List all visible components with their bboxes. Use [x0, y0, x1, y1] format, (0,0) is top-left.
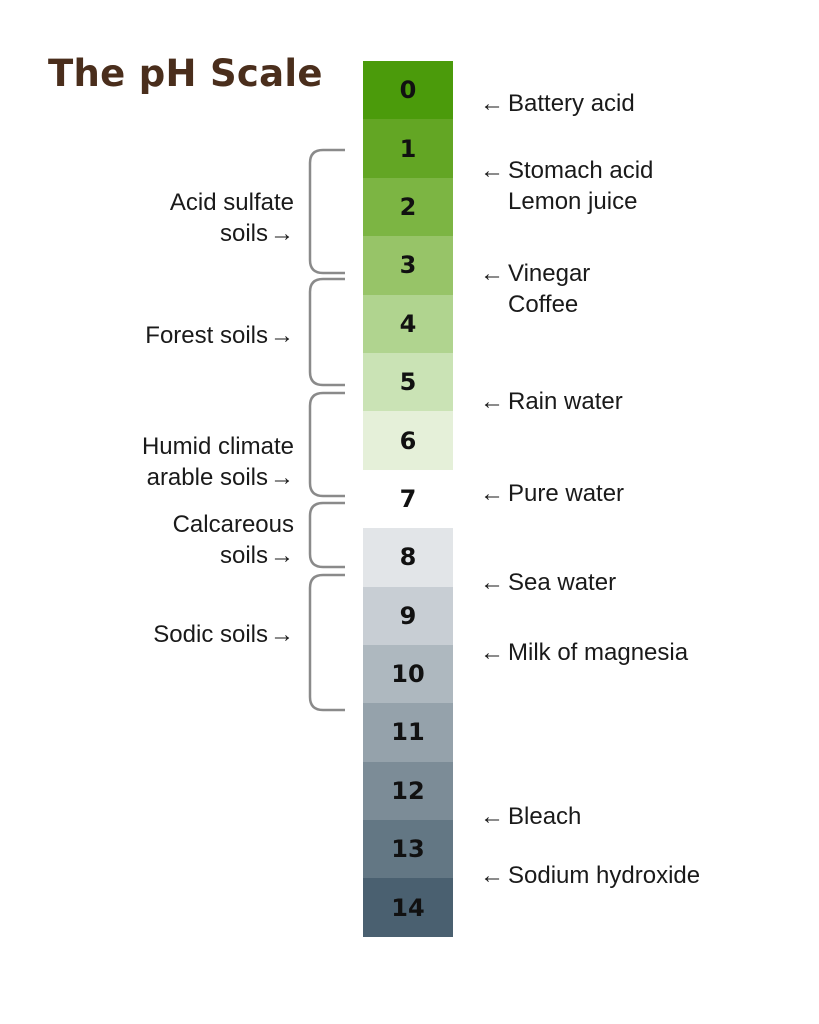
ph-value: 1: [399, 134, 417, 163]
substance-label: ←Battery acid: [480, 88, 635, 119]
ph-value: 14: [391, 893, 425, 922]
ph-value: 8: [399, 543, 417, 572]
substance-name: Pure water: [508, 480, 625, 507]
substance-name: Battery acid: [508, 90, 635, 117]
ph-cell-7: 7: [363, 469, 453, 529]
arrow-left-icon: ←: [480, 639, 504, 666]
substance-name: Milk of magnesia: [508, 639, 689, 666]
ph-value: 10: [391, 660, 425, 689]
ph-value: 7: [399, 484, 417, 513]
arrow-left-icon: ←: [480, 803, 504, 830]
arrow-left-icon: ←: [480, 260, 504, 287]
substance-name: Sea water: [508, 569, 617, 596]
arrow-left-icon: ←: [480, 157, 504, 184]
ph-cell-0: 0: [363, 61, 453, 120]
soil-name: soils: [219, 542, 268, 569]
range-bracket: [308, 148, 345, 275]
arrow-left-icon: ←: [480, 388, 504, 415]
arrow-left-icon: ←: [480, 569, 504, 596]
soil-type-label: Forest soils→: [145, 320, 294, 351]
ph-value: 0: [399, 76, 417, 105]
ph-value: 12: [391, 776, 425, 805]
arrow-right-icon: →: [270, 464, 294, 491]
soil-type-label: Acid sulfate soils→: [170, 187, 294, 249]
ph-cell-8: 8: [363, 528, 453, 587]
ph-cell-4: 4: [363, 294, 453, 353]
arrow-right-icon: →: [270, 621, 294, 648]
soil-type-label: Calcareous soils→: [173, 509, 294, 571]
ph-cell-1: 1: [363, 119, 453, 178]
soil-name: arable soils: [146, 464, 268, 491]
soil-name: soils: [219, 220, 268, 247]
arrow-left-icon: ←: [480, 480, 504, 507]
ph-value: 11: [391, 718, 425, 747]
ph-cell-9: 9: [363, 586, 453, 645]
range-bracket: [308, 391, 345, 498]
ph-value: 4: [399, 309, 417, 338]
ph-value: 9: [399, 601, 417, 630]
arrow-left-icon: ←: [480, 862, 504, 889]
arrow-right-icon: →: [270, 322, 294, 349]
ph-cell-10: 10: [363, 644, 453, 704]
substance-name: Sodium hydroxide: [508, 862, 701, 889]
ph-value: 2: [399, 192, 417, 221]
ph-cell-12: 12: [363, 761, 453, 821]
substance-name: Bleach: [508, 803, 582, 830]
soil-name: Humid climate: [141, 433, 294, 460]
substance-label: ←Pure water: [480, 478, 624, 509]
arrow-right-icon: →: [270, 542, 294, 569]
substance-label: ←Sodium hydroxide: [480, 860, 700, 891]
soil-type-label: Humid climate arable soils→: [142, 431, 294, 493]
ph-value: 6: [399, 426, 417, 455]
ph-cell-13: 13: [363, 820, 453, 879]
soil-name: Sodic soils: [153, 621, 268, 648]
arrow-left-icon: ←: [480, 90, 504, 117]
soil-name: Acid sulfate: [169, 189, 294, 216]
ph-cell-3: 3: [363, 236, 453, 295]
substance-label: ←Milk of magnesia: [480, 637, 688, 668]
ph-value: 5: [399, 368, 417, 397]
soil-type-label: Sodic soils→: [153, 619, 294, 650]
substance-name: Coffee: [508, 291, 579, 318]
soil-name: Forest soils: [145, 322, 268, 349]
arrow-right-icon: →: [270, 220, 294, 247]
substance-label: ←Sea water: [480, 567, 616, 598]
substance-label: ←Rain water: [480, 386, 623, 417]
substance-name: Vinegar: [508, 260, 591, 287]
substance-name: Rain water: [508, 388, 623, 415]
range-bracket: [308, 501, 345, 569]
ph-cell-14: 14: [363, 878, 453, 937]
ph-cell-5: 5: [363, 352, 453, 412]
substance-label: ←Bleach: [480, 801, 581, 832]
range-bracket: [308, 277, 345, 387]
ph-value: 13: [391, 835, 425, 864]
substance-name: Stomach acid: [508, 157, 654, 184]
ph-cell-11: 11: [363, 703, 453, 762]
ph-cell-2: 2: [363, 177, 453, 237]
substance-name: Lemon juice: [508, 188, 638, 215]
ph-value: 3: [399, 251, 417, 280]
ph-cell-6: 6: [363, 411, 453, 470]
page-title: The pH Scale: [48, 52, 323, 95]
range-bracket: [308, 573, 345, 712]
soil-name: Calcareous: [172, 511, 294, 538]
